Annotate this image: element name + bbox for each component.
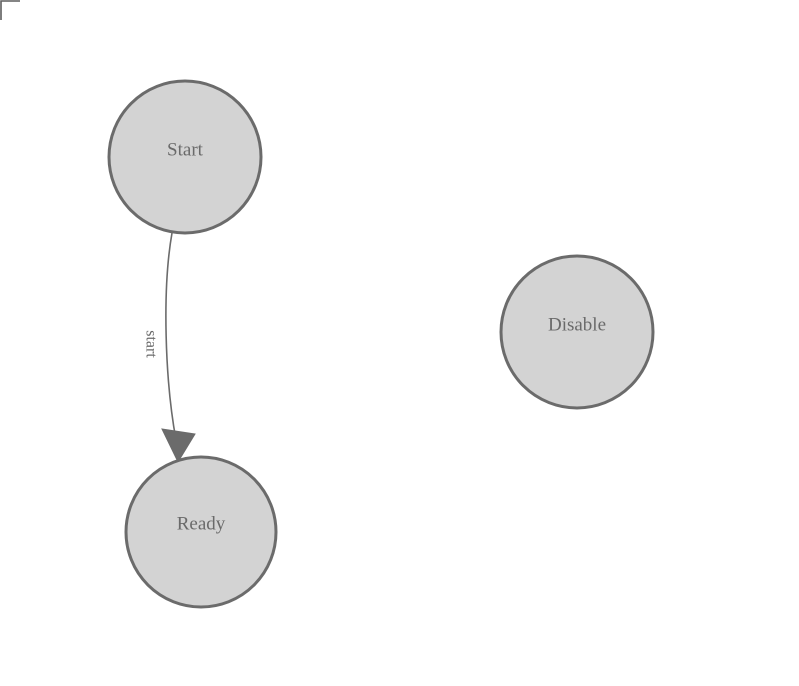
node-ready-shape[interactable] [124, 455, 278, 609]
node-disable-label: Disable [548, 314, 606, 335]
node-start-label: Start [167, 139, 204, 160]
node-disable-shape[interactable] [499, 254, 655, 410]
node-ready[interactable]: Ready [124, 455, 278, 609]
node-ready-label: Ready [177, 513, 226, 534]
node-start[interactable]: Start [107, 79, 263, 235]
canvas-corner-mark-icon [0, 0, 20, 20]
arrowhead-icon [161, 428, 196, 464]
edge-label-start: start [142, 330, 159, 358]
node-start-shape[interactable] [107, 79, 263, 235]
edge-start-to-ready[interactable]: start [142, 232, 196, 464]
node-disable[interactable]: Disable [499, 254, 655, 410]
edge-path-start-to-ready [165, 232, 177, 441]
